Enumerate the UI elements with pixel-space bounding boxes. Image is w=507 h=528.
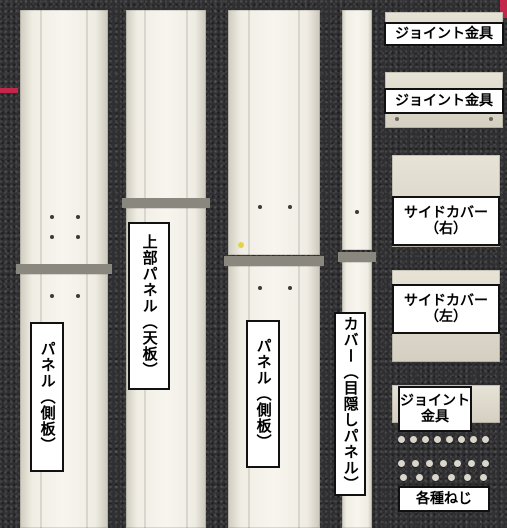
screw [454, 460, 461, 467]
screw [422, 436, 429, 443]
label-side-cover-right: サイドカバー （右） [392, 196, 500, 246]
label-text: サイドカバー [404, 292, 488, 309]
screw [464, 474, 471, 481]
label-text: ジョイント [400, 392, 470, 409]
top-panel-upper [126, 10, 206, 200]
screw [434, 436, 441, 443]
label-side-panel-right: パネル（側板） [246, 320, 280, 468]
screw [416, 474, 423, 481]
screw [482, 436, 489, 443]
label-text: ジョイント金具 [395, 25, 493, 42]
screw [440, 460, 447, 467]
side-panel-left-upper [20, 10, 108, 265]
screw [432, 474, 439, 481]
joint-bar [224, 256, 324, 266]
label-joint-fitting-1: ジョイント金具 [384, 22, 504, 46]
joint-bar [338, 252, 376, 262]
accent-bar-left [0, 88, 18, 93]
screw [410, 436, 417, 443]
label-text: サイドカバー [404, 204, 488, 221]
screw [398, 460, 405, 467]
label-text: 各種ねじ [416, 490, 472, 507]
label-text: パネル（側板） [38, 341, 57, 453]
label-joint-fitting-2: ジョイント金具 [384, 88, 504, 114]
screw [446, 436, 453, 443]
label-side-panel-left: パネル（側板） [30, 322, 64, 472]
label-text: カバー（目隠しパネル） [341, 316, 360, 492]
screw [412, 460, 419, 467]
label-text: 金具 [421, 409, 449, 425]
joint-bar [122, 198, 210, 208]
label-text: 上部パネル（天板） [140, 234, 159, 378]
screw [458, 436, 465, 443]
accent-bar-top [500, 0, 507, 18]
screw [470, 436, 477, 443]
screw [482, 460, 489, 467]
label-joint-fitting-3: ジョイント 金具 [398, 386, 472, 432]
label-text: （右） [425, 221, 467, 237]
screw [468, 460, 475, 467]
screw [448, 474, 455, 481]
joint-bar [16, 264, 112, 274]
label-top-panel: 上部パネル（天板） [128, 222, 170, 390]
label-cover-panel: カバー（目隠しパネル） [334, 312, 366, 496]
label-side-cover-left: サイドカバー （左） [392, 284, 500, 334]
screw [426, 460, 433, 467]
label-text: ジョイント金具 [395, 92, 493, 109]
screw [400, 474, 407, 481]
screw [398, 436, 405, 443]
label-text: パネル（側板） [254, 338, 273, 450]
label-screws: 各種ねじ [398, 486, 490, 512]
side-panel-right-upper [228, 10, 320, 255]
screw [480, 474, 487, 481]
cover-panel-upper [342, 10, 372, 250]
label-text: （左） [425, 309, 467, 325]
